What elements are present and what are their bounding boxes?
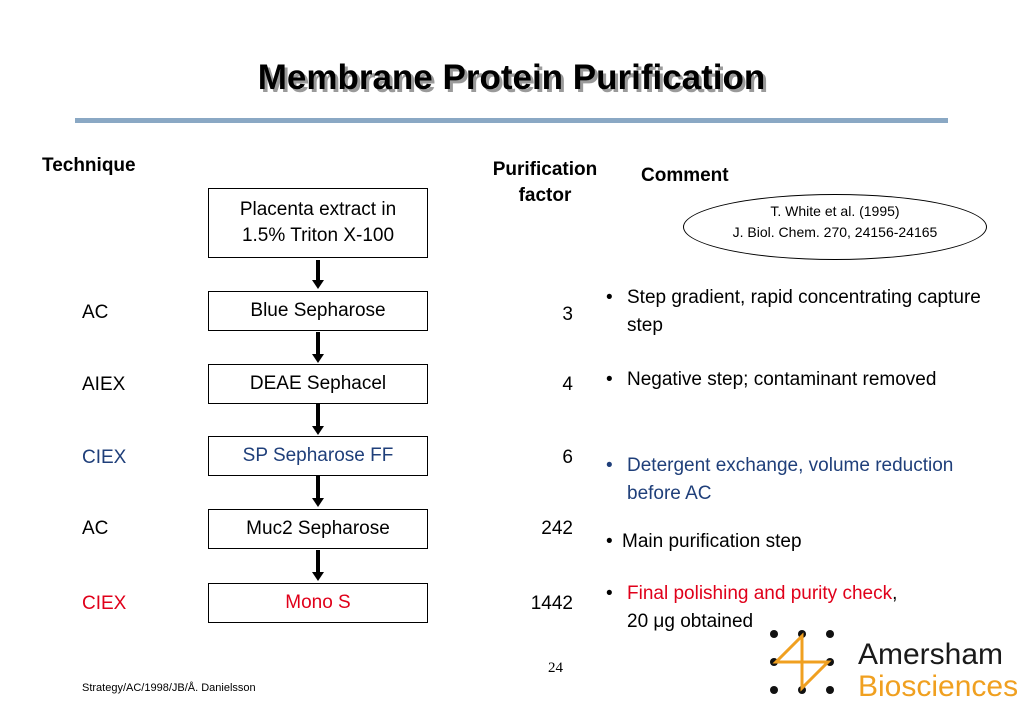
reference-ellipse: [683, 194, 987, 260]
bullet: •: [606, 369, 613, 390]
flow-arrow-head: [312, 498, 324, 507]
flow-arrow-head: [312, 354, 324, 363]
bullet: •: [606, 455, 613, 476]
technique-label: AIEX: [82, 374, 126, 395]
reference-line2: J. Biol. Chem. 270, 24156-24165: [732, 224, 938, 240]
comment-text: Final polishing and purity check, 20 μg …: [606, 580, 996, 636]
purification-factor: 242: [541, 518, 573, 539]
comment-text: Main purification step: [622, 531, 802, 552]
title-divider: [75, 118, 948, 123]
column-box-sp-sepharose-ff: SP Sepharose FF: [208, 436, 428, 476]
factor-header-line2: factor: [518, 185, 572, 206]
technique-header: Technique: [42, 155, 136, 176]
page-title: Membrane Protein Purification: [257, 58, 766, 97]
comment-item: • Main purification step: [606, 528, 996, 556]
column-box-muc2-sepharose: Muc2 Sepharose: [208, 509, 428, 549]
purification-factor: 4: [562, 374, 573, 395]
footer-credit: Strategy/AC/1998/JB/Å. Danielsson: [82, 682, 256, 694]
page-number: 24: [548, 660, 563, 676]
start-sample-box: Placenta extract in 1.5% Triton X-100: [208, 188, 428, 258]
logo-accent-shape: [772, 632, 832, 692]
amersham-logo-mark: [770, 630, 834, 694]
flow-arrow-head: [312, 572, 324, 581]
start-box-line2: 1.5% Triton X-100: [241, 225, 395, 246]
comment-header: Comment: [641, 165, 729, 186]
purification-factor: 6: [562, 447, 573, 468]
comment-text-highlight: Final polishing and purity check: [627, 583, 893, 604]
brand-name-line2: Biosciences: [858, 670, 1019, 703]
column-box-deae-sephacel: DEAE Sephacel: [208, 364, 428, 404]
bullet: •: [606, 531, 613, 552]
comment-text: Step gradient, rapid concentrating captu…: [627, 287, 981, 336]
technique-label: CIEX: [82, 593, 127, 614]
bullet: •: [606, 583, 613, 604]
start-box-line1: Placenta extract in: [239, 199, 397, 221]
flow-arrow-shaft: [316, 260, 320, 282]
purification-factor: 1442: [530, 593, 573, 614]
column-box-mono-s: Mono S: [208, 583, 428, 623]
comment-item: • Negative step; contaminant removed: [606, 366, 996, 394]
column-box-blue-sepharose: Blue Sepharose: [208, 291, 428, 331]
reference-line1: T. White et al. (1995): [770, 203, 900, 219]
bullet: •: [606, 287, 613, 308]
comment-item: • Step gradient, rapid concentrating cap…: [606, 284, 996, 340]
technique-label: AC: [82, 302, 109, 323]
factor-header-line1: Purification: [492, 159, 598, 180]
flow-arrow-head: [312, 280, 324, 289]
flow-arrow-shaft: [316, 550, 320, 574]
factor-header: Purification factor: [470, 157, 620, 209]
comment-item: • Detergent exchange, volume reduction b…: [606, 452, 996, 508]
comment-item: • Final polishing and purity check, 20 μ…: [606, 580, 996, 636]
brand-name-line1: Amersham: [858, 638, 1004, 671]
flow-arrow-shaft: [316, 476, 320, 500]
comment-text-comma: ,: [892, 583, 898, 604]
technique-label: AC: [82, 518, 109, 539]
comment-text-line2: 20 μg obtained: [627, 611, 754, 632]
flow-arrow-head: [312, 426, 324, 435]
flow-arrow-shaft: [316, 404, 320, 428]
comment-text: Negative step; contaminant removed: [627, 369, 937, 390]
technique-label: CIEX: [82, 447, 127, 468]
purification-factor: 3: [562, 304, 573, 325]
flow-arrow-shaft: [316, 332, 320, 356]
comment-text: Detergent exchange, volume reduction bef…: [627, 455, 954, 504]
